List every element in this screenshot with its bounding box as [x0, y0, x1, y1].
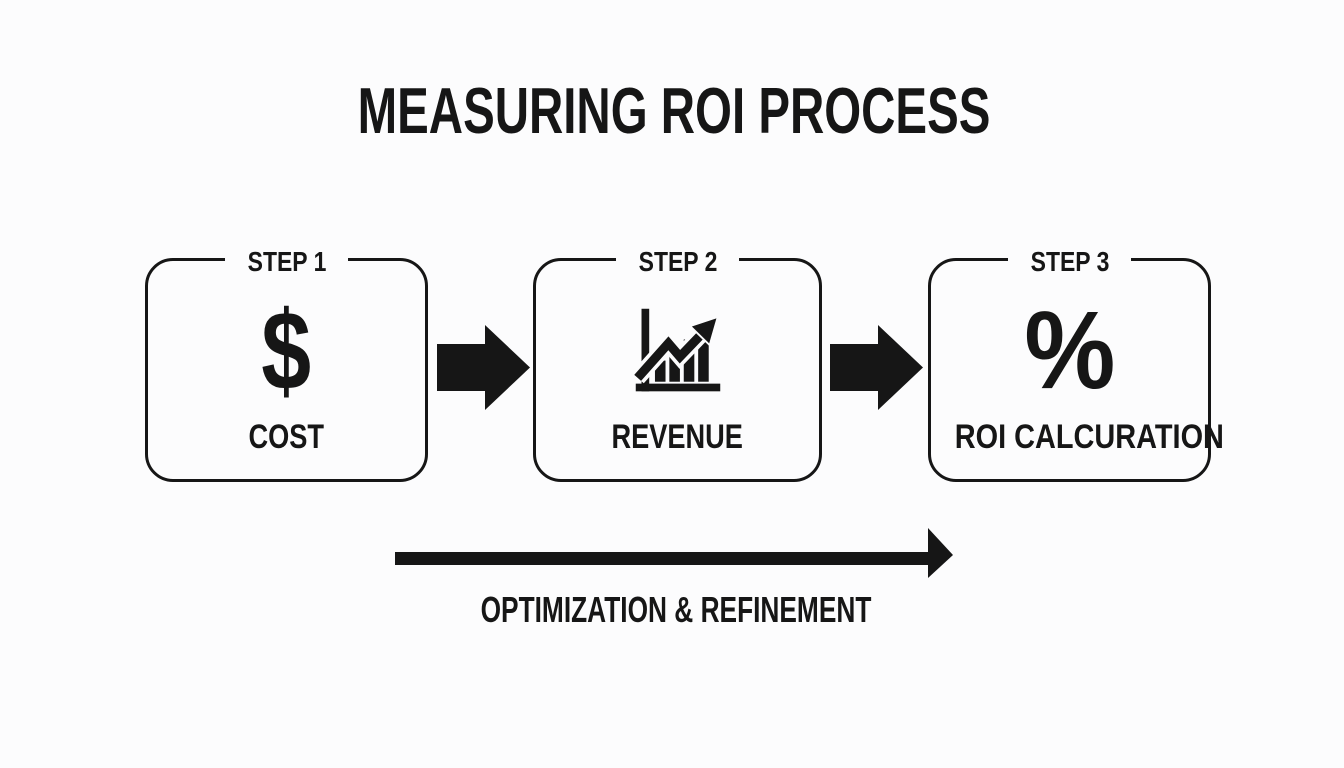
- step-box-cost: STEP 1 $ COST: [145, 248, 428, 482]
- step-1-label: STEP 1: [224, 248, 349, 276]
- feedback-arrow-icon: [395, 528, 953, 578]
- step-3-label: STEP 3: [1007, 248, 1132, 276]
- page-title: MEASURING ROI PROCESS: [241, 78, 1108, 143]
- arrow-right-icon: [830, 325, 923, 410]
- percent-icon: %: [1024, 289, 1115, 412]
- step-2-name: REVENUE: [611, 418, 744, 456]
- step-1-name: COST: [248, 418, 325, 456]
- step-box-revenue: STEP 2 REVENUE: [533, 248, 822, 482]
- step-3-name: ROI CALCURATION: [954, 418, 1224, 456]
- page-title-text: MEASURING ROI PROCESS: [357, 74, 991, 147]
- bar-chart-growth-icon: [536, 293, 819, 409]
- feedback-loop-label: OPTIMIZATION & REFINEMENT: [480, 589, 872, 630]
- arrow-right-icon: [437, 325, 530, 410]
- step-2-label: STEP 2: [615, 248, 740, 276]
- step-box-roi-calculation: STEP 3 % ROI CALCURATION: [928, 248, 1224, 482]
- dollar-icon: $: [261, 288, 312, 413]
